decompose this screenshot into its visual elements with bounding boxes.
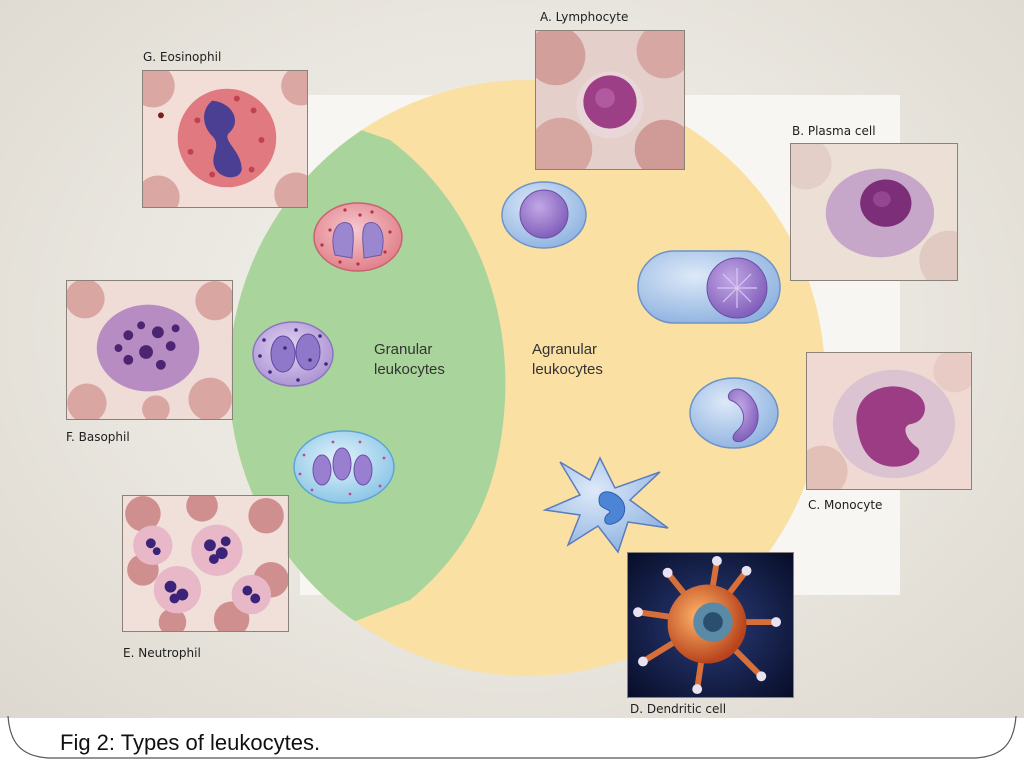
agranular-zone-label: Agranular leukocytes xyxy=(532,341,603,378)
neutrophil-illustration xyxy=(293,430,395,504)
monocyte-photo xyxy=(806,352,972,490)
lymphocyte-illustration xyxy=(501,181,587,249)
plasma-cell-photo xyxy=(790,143,958,281)
figure-caption: Fig 2: Types of leukocytes. xyxy=(60,730,321,755)
label-eosinophil: G. Eosinophil xyxy=(143,50,222,64)
granular-zone-label: Granular leukocytes xyxy=(374,341,445,378)
neutrophil-photo xyxy=(122,495,289,632)
label-basophil: F. Basophil xyxy=(66,430,130,444)
lymphocyte-photo xyxy=(535,30,685,170)
label-monocyte: C. Monocyte xyxy=(808,498,883,512)
label-plasma-cell: B. Plasma cell xyxy=(792,124,876,138)
basophil-photo xyxy=(66,280,233,420)
basophil-illustration xyxy=(252,321,334,387)
dendritic-cell-illustration xyxy=(542,456,669,554)
caption-bar xyxy=(0,718,1024,768)
monocyte-illustration xyxy=(689,377,779,449)
label-lymphocyte: A. Lymphocyte xyxy=(540,10,629,24)
caption-frame xyxy=(7,715,1017,759)
label-neutrophil: E. Neutrophil xyxy=(123,646,201,660)
eosinophil-illustration xyxy=(313,202,403,272)
eosinophil-photo xyxy=(142,70,308,208)
plasma-cell-illustration xyxy=(637,250,781,324)
label-dendritic-cell: D. Dendritic cell xyxy=(630,702,727,716)
dendritic-cell-photo xyxy=(627,552,794,698)
leukocyte-diagram xyxy=(229,80,825,676)
